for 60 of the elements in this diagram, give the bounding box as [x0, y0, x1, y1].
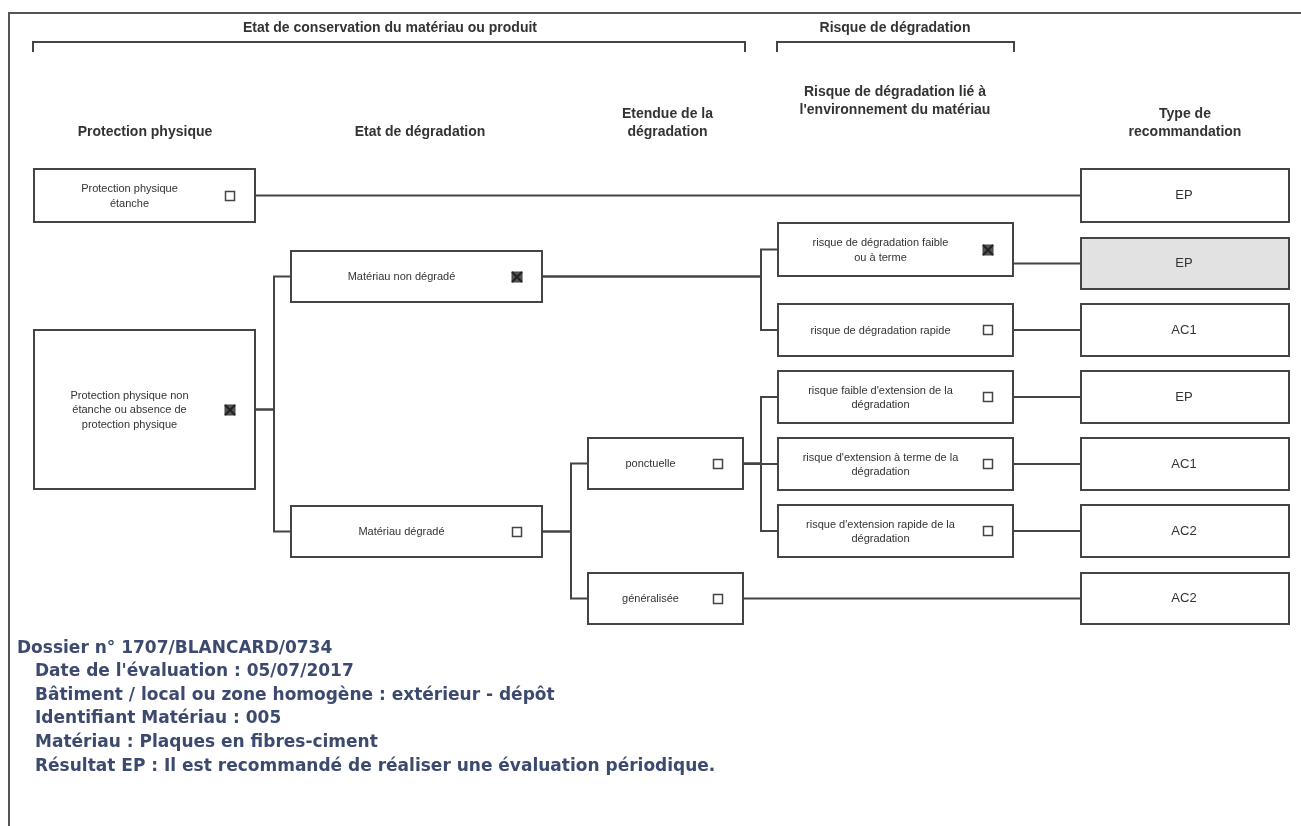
- option-box: [777, 370, 1014, 424]
- option-box: [290, 250, 543, 303]
- option-box: [777, 437, 1014, 491]
- recommendation-box: [1080, 303, 1290, 357]
- connector-line: [1013, 396, 1081, 398]
- box-label: EP: [1175, 388, 1193, 406]
- connector-line: [1013, 329, 1081, 331]
- info-line: Résultat EP : Il est recommandé de réaliser une évaluation périodique.: [35, 755, 716, 775]
- connector-line: [743, 597, 1081, 600]
- column-heading: Protection physique: [76, 122, 214, 141]
- box-label: risque de dégradation rapide: [810, 322, 951, 338]
- box-label: Protection physique étanche: [80, 181, 179, 210]
- box-label: EP: [1175, 255, 1193, 272]
- group-heading: Risque de dégradation: [818, 18, 972, 37]
- info-line: Dossier n° 1707/BLANCARD/0734: [17, 637, 333, 657]
- option-box: [587, 437, 744, 490]
- recommendation-box: [1080, 437, 1290, 491]
- box-label: Matériau non dégradé: [347, 269, 456, 284]
- option-box: [33, 329, 256, 490]
- box-label: AC1: [1171, 321, 1197, 339]
- column-heading: Risque de dégradation lié à l'environnement du matériau: [798, 82, 992, 119]
- connector-line: [1013, 530, 1081, 532]
- column-heading: Etendue de la dégradation: [621, 104, 714, 141]
- box-label: AC2: [1171, 590, 1197, 607]
- box-label: ponctuelle: [625, 456, 676, 471]
- recommendation-box: [1080, 168, 1290, 223]
- box-label: généralisée: [622, 591, 679, 606]
- info-line: Matériau : Plaques en fibres-ciment: [35, 731, 378, 751]
- recommendation-box: [1080, 572, 1290, 625]
- connector-line: [255, 194, 1081, 197]
- option-box: [777, 222, 1014, 277]
- info-line: Bâtiment / local ou zone homogène : extérieur - dépôt: [35, 684, 555, 704]
- info-line: Identifiant Matériau : 005: [35, 707, 282, 727]
- option-box: [290, 505, 543, 558]
- box-label: risque d'extension à terme de la dégradation: [801, 449, 960, 479]
- box-label: risque d'extension rapide de la dégradation: [805, 516, 956, 546]
- column-heading: Type de recommandation: [1127, 104, 1243, 141]
- column-heading: Etat de dégradation: [353, 122, 487, 141]
- connector-line: [1013, 262, 1081, 265]
- option-box: [587, 572, 744, 625]
- connector-line: [743, 462, 778, 532]
- box-label: Protection physique non étanche ou absence de protection physique: [69, 388, 190, 431]
- option-box: [777, 303, 1014, 357]
- info-line: Date de l'évaluation : 05/07/2017: [35, 660, 354, 680]
- group-heading: Etat de conservation du matériau ou produit: [241, 18, 538, 37]
- box-label: AC2: [1171, 522, 1197, 540]
- recommendation-box: [1080, 370, 1290, 424]
- box-label: risque de dégradation faible ou à terme: [811, 235, 950, 264]
- option-box: [777, 504, 1014, 558]
- connector-line: [542, 275, 778, 331]
- recommendation-box: [1080, 504, 1290, 558]
- connector-line: [542, 530, 588, 600]
- box-label: risque faible d'extension de la dégradation: [807, 382, 954, 412]
- option-box: [33, 168, 256, 223]
- box-label: AC1: [1171, 455, 1197, 473]
- connector-line: [1013, 463, 1081, 465]
- connector-line: [255, 408, 291, 533]
- box-label: EP: [1175, 187, 1193, 204]
- box-label: Matériau dégradé: [358, 524, 445, 539]
- recommendation-box: [1080, 237, 1290, 290]
